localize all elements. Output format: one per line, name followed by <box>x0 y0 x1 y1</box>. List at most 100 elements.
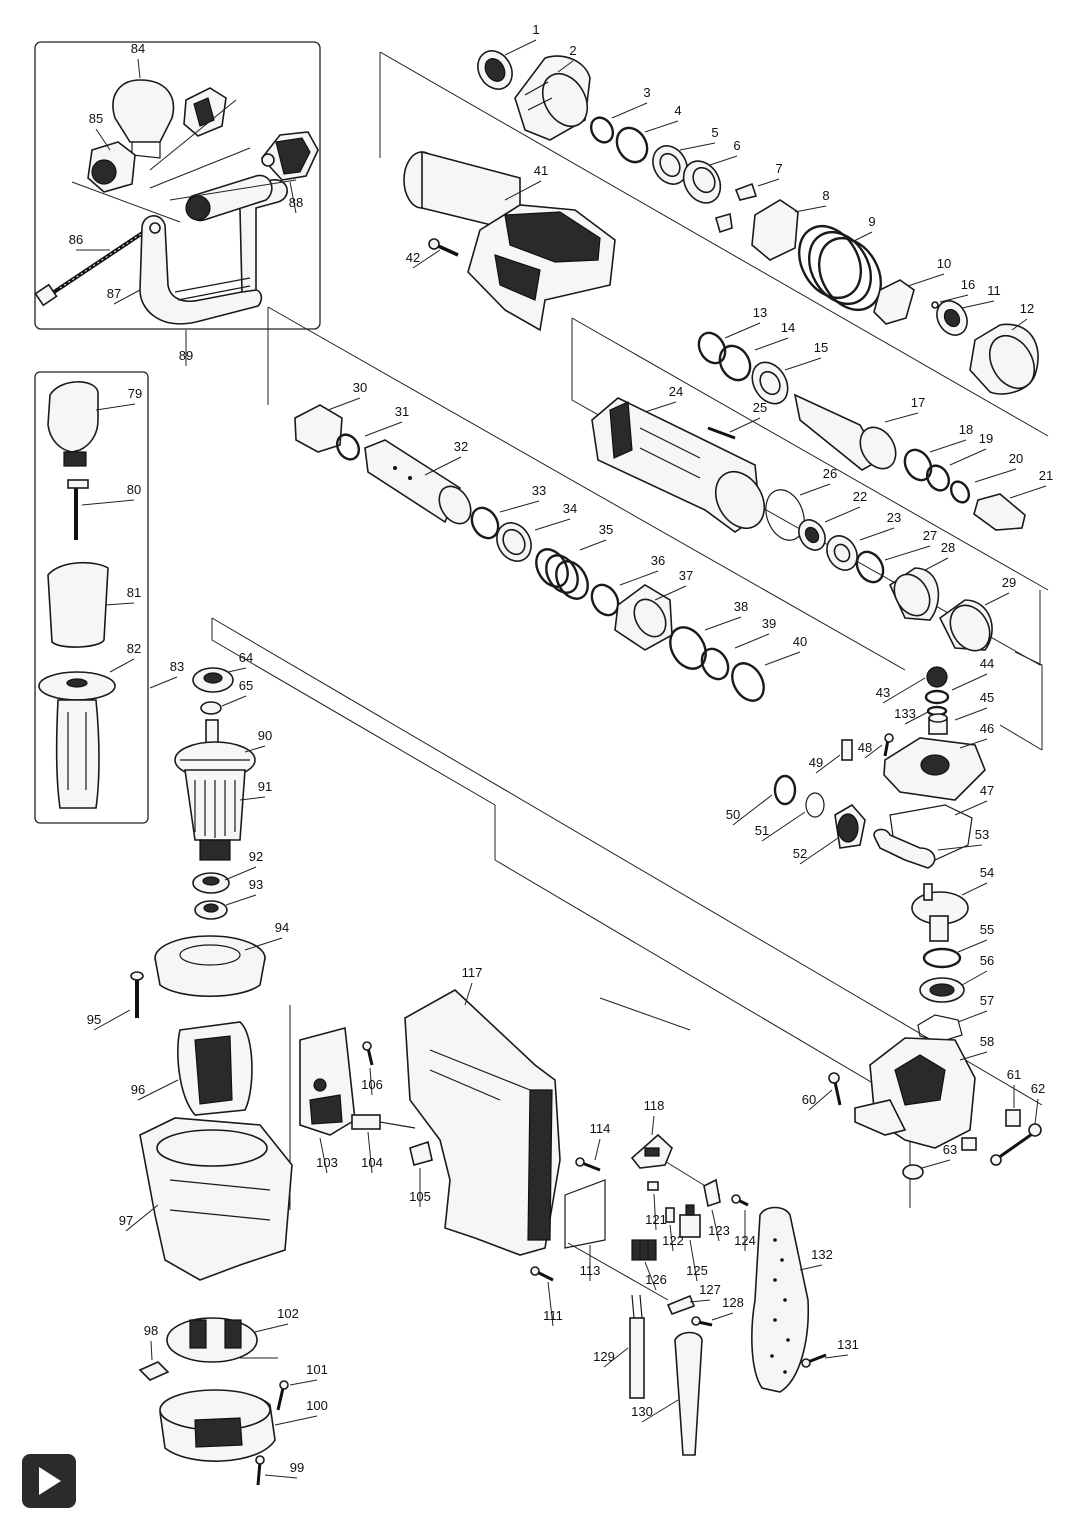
part-92 <box>192 872 230 894</box>
rear-cover-assembly <box>138 1317 289 1486</box>
callout-label-87: 87 <box>107 286 121 301</box>
callout-label-33: 33 <box>532 483 546 498</box>
callout-leader-93 <box>225 894 257 906</box>
callout-label-29: 29 <box>1002 575 1016 590</box>
callout-leader-40 <box>764 651 801 666</box>
callout-leader-23 <box>859 527 895 541</box>
part-44 <box>924 689 950 705</box>
callout-label-49: 49 <box>809 755 823 770</box>
callout-label-106: 106 <box>361 1077 383 1092</box>
callout-label-50: 50 <box>726 807 740 822</box>
part-123 <box>703 1178 721 1208</box>
part-91 <box>184 769 246 861</box>
part-41 <box>403 150 616 332</box>
callout-leader-53 <box>937 844 983 851</box>
part-37 <box>614 584 673 651</box>
part-43 <box>926 666 948 688</box>
callout-leader-31 <box>364 421 403 437</box>
callout-leader-9 <box>851 231 873 243</box>
callout-leader-65 <box>221 695 247 707</box>
callout-label-131: 131 <box>837 1337 859 1352</box>
part-117 <box>404 989 561 1256</box>
callout-leader-121 <box>653 1193 657 1231</box>
callout-leader-130 <box>641 1399 679 1423</box>
callout-leader-14 <box>754 337 789 351</box>
callout-label-100: 100 <box>306 1398 328 1413</box>
callout-leader-16 <box>939 294 969 303</box>
part-3 <box>589 116 615 144</box>
part-26 <box>765 489 805 541</box>
callout-leader-2 <box>557 60 574 73</box>
callout-label-79: 79 <box>128 386 142 401</box>
callout-label-2: 2 <box>569 43 576 58</box>
part-99 <box>255 1455 265 1486</box>
part-27 <box>855 550 885 584</box>
part-40 <box>731 662 765 702</box>
part-130 <box>674 1331 703 1456</box>
callout-leader-37 <box>654 585 687 601</box>
callout-leader-88 <box>289 181 297 214</box>
callout-label-17: 17 <box>911 395 925 410</box>
part-31 <box>335 433 361 461</box>
part-113 <box>564 1179 606 1249</box>
callout-leader-21 <box>1009 485 1047 499</box>
callout-label-1: 1 <box>532 22 539 37</box>
callout-label-14: 14 <box>781 320 795 335</box>
part-127 <box>666 1294 696 1316</box>
part-81 <box>47 561 109 648</box>
callout-leader-95 <box>93 1009 131 1031</box>
part-122 <box>665 1207 675 1223</box>
callout-leader-25 <box>729 417 761 433</box>
callout-leader-58 <box>959 1051 988 1061</box>
callout-leader-92 <box>224 866 257 881</box>
callout-label-35: 35 <box>599 522 613 537</box>
part-49 <box>841 739 853 761</box>
callout-label-58: 58 <box>980 1034 994 1049</box>
callout-label-64: 64 <box>239 650 253 665</box>
callout-leader-19 <box>949 448 987 466</box>
callout-leader-104 <box>367 1131 373 1174</box>
callout-label-88: 88 <box>289 195 303 210</box>
callout-label-126: 126 <box>645 1272 667 1287</box>
part-21 <box>973 493 1026 531</box>
callout-label-21: 21 <box>1039 468 1053 483</box>
callout-leader-56 <box>961 970 988 986</box>
callout-leader-1 <box>504 39 537 56</box>
part-1 <box>477 50 513 90</box>
callout-leader-26 <box>799 483 831 496</box>
callout-leader-3 <box>611 102 648 119</box>
callout-label-132: 132 <box>811 1247 833 1262</box>
inset-side-handle <box>34 41 321 330</box>
callout-leader-111 <box>547 1281 554 1327</box>
callout-leader-127 <box>689 1299 711 1303</box>
callout-label-97: 97 <box>119 1213 133 1228</box>
callout-leader-4 <box>644 120 679 133</box>
part-12 <box>969 323 1039 395</box>
part-96 <box>177 1021 253 1116</box>
callout-label-24: 24 <box>669 384 683 399</box>
part-131 <box>801 1353 827 1368</box>
part-93 <box>194 900 228 920</box>
callout-label-99: 99 <box>290 1460 304 1475</box>
part-51 <box>805 792 825 818</box>
callout-label-40: 40 <box>793 634 807 649</box>
callout-leader-125 <box>689 1239 698 1282</box>
part-52 <box>834 803 866 849</box>
part-23 <box>826 535 858 571</box>
callout-leader-51 <box>761 811 806 842</box>
play-button[interactable] <box>22 1454 76 1508</box>
part-124 <box>731 1194 749 1207</box>
part-105 <box>409 1140 433 1166</box>
callout-label-127: 127 <box>699 1282 721 1297</box>
part-36 <box>590 583 620 617</box>
callout-leader-11 <box>961 300 995 309</box>
callout-label-27: 27 <box>923 528 937 543</box>
part-15 <box>751 361 789 405</box>
callout-leader-29 <box>984 592 1010 606</box>
callout-label-65: 65 <box>239 678 253 693</box>
part-86 <box>34 226 152 307</box>
part-7 <box>715 182 758 234</box>
callout-label-5: 5 <box>711 125 718 140</box>
callout-label-52: 52 <box>793 846 807 861</box>
callout-leader-64 <box>227 667 247 673</box>
